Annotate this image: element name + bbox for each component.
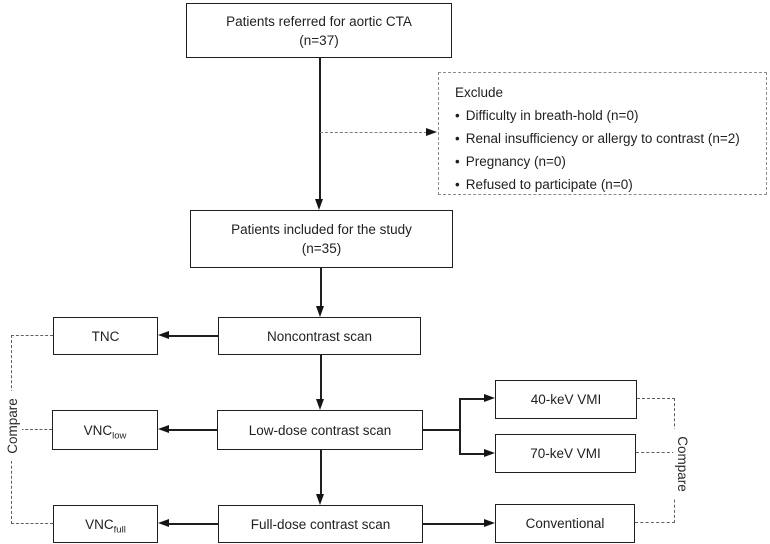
- exclude-title: Exclude: [455, 85, 504, 100]
- connector-lowdose-to-fulldose-line: [320, 450, 322, 495]
- compare-left-stub-tnc-line: [11, 335, 53, 336]
- compare-left-stub-vnclow-line: [11, 429, 52, 430]
- exclude-item-text: Difficulty in breath-hold (n=0): [465, 108, 639, 123]
- box-tnc-label: TNC: [91, 328, 120, 344]
- arrowhead-down-icon: [316, 494, 324, 505]
- box-patients-referred: Patients referred for aortic CTA (n=37): [186, 3, 452, 58]
- exclude-item: • Difficulty in breath-hold (n=0): [455, 104, 756, 127]
- bullet-icon: •: [455, 177, 460, 192]
- box-lowdose-scan-label: Low-dose contrast scan: [248, 422, 392, 438]
- box-patients-referred-line1: Patients referred for aortic CTA: [226, 13, 412, 29]
- connector-included-to-noncontrast-line: [320, 268, 322, 307]
- connector-exclude-dashed-line: [320, 132, 427, 133]
- box-conventional: Conventional: [495, 504, 635, 543]
- connector-fulldose-to-vncfull-line: [167, 523, 218, 525]
- bullet-icon: •: [455, 108, 460, 123]
- arrowhead-down-icon: [316, 399, 324, 410]
- box-40kev-vmi-label: 40-keV VMI: [530, 392, 602, 407]
- arrowhead-left-icon: [158, 331, 169, 339]
- box-conventional-label: Conventional: [525, 516, 605, 531]
- branch-to-40kev-line: [459, 398, 485, 400]
- connector-referred-to-included-line: [319, 58, 321, 200]
- branch-lowdose-stem-line: [423, 429, 460, 431]
- connector-fulldose-to-conventional-line: [423, 523, 485, 525]
- box-vnc-full: VNCfull: [53, 505, 158, 543]
- box-vnc-low: VNClow: [52, 410, 158, 450]
- box-vnc-full-label: VNCfull: [85, 515, 126, 536]
- box-exclude: Exclude • Difficulty in breath-hold (n=0)…: [438, 72, 767, 195]
- exclude-item-text: Renal insufficiency or allergy to contra…: [465, 131, 740, 146]
- arrowhead-down-icon: [315, 199, 323, 210]
- arrowhead-left-icon: [158, 425, 169, 433]
- arrowhead-down-icon: [316, 306, 324, 317]
- box-tnc: TNC: [53, 317, 158, 355]
- box-patients-included-line2: (n=35): [301, 241, 342, 256]
- bullet-icon: •: [455, 131, 460, 146]
- box-70kev-vmi: 70-keV VMI: [495, 434, 636, 473]
- box-40kev-vmi: 40-keV VMI: [495, 380, 637, 419]
- arrowhead-right-icon: [484, 394, 495, 402]
- box-patients-included-line1: Patients included for the study: [231, 222, 412, 237]
- exclude-item-text: Pregnancy (n=0): [465, 154, 566, 169]
- arrowhead-right-icon: [484, 519, 495, 527]
- compare-right-stub-70kev-line: [636, 452, 675, 453]
- exclude-item: • Refused to participate (n=0): [455, 173, 756, 196]
- box-70kev-vmi-label: 70-keV VMI: [530, 446, 601, 461]
- vnc-full-sub: full: [113, 524, 126, 536]
- box-noncontrast-scan: Noncontrast scan: [218, 317, 421, 355]
- branch-to-70kev-line: [459, 453, 485, 455]
- box-noncontrast-scan-label: Noncontrast scan: [266, 328, 373, 344]
- box-patients-referred-line2: (n=37): [299, 32, 339, 48]
- box-fulldose-scan-label: Full-dose contrast scan: [250, 516, 391, 532]
- box-lowdose-scan: Low-dose contrast scan: [217, 410, 423, 450]
- vnc-low-sub: low: [112, 430, 127, 442]
- arrowhead-right-icon: [426, 128, 437, 136]
- bullet-icon: •: [455, 154, 460, 169]
- arrowhead-right-icon: [484, 449, 495, 457]
- compare-left-stub-vncfull-line: [11, 523, 53, 524]
- box-fulldose-scan: Full-dose contrast scan: [218, 505, 423, 543]
- compare-right-stub-conventional-line: [635, 522, 675, 523]
- exclude-item: • Renal insufficiency or allergy to contr…: [455, 127, 756, 150]
- connector-noncontrast-to-lowdose-line: [320, 355, 322, 400]
- compare-right-stub-40kev-line: [637, 398, 675, 399]
- compare-right-label: Compare: [673, 429, 693, 499]
- box-patients-included: Patients included for the study (n=35): [190, 210, 453, 268]
- vnc-full-base: VNC: [85, 516, 114, 532]
- connector-noncontrast-to-tnc-line: [167, 335, 218, 337]
- compare-left-label: Compare: [2, 391, 22, 461]
- box-vnc-low-label: VNClow: [83, 421, 127, 442]
- exclude-item: • Pregnancy (n=0): [455, 150, 756, 173]
- vnc-low-base: VNC: [83, 422, 113, 438]
- branch-lowdose-vertical-line: [459, 398, 461, 454]
- exclude-item-text: Refused to participate (n=0): [465, 177, 633, 192]
- arrowhead-left-icon: [158, 519, 169, 527]
- connector-lowdose-to-vnclow-line: [167, 429, 217, 431]
